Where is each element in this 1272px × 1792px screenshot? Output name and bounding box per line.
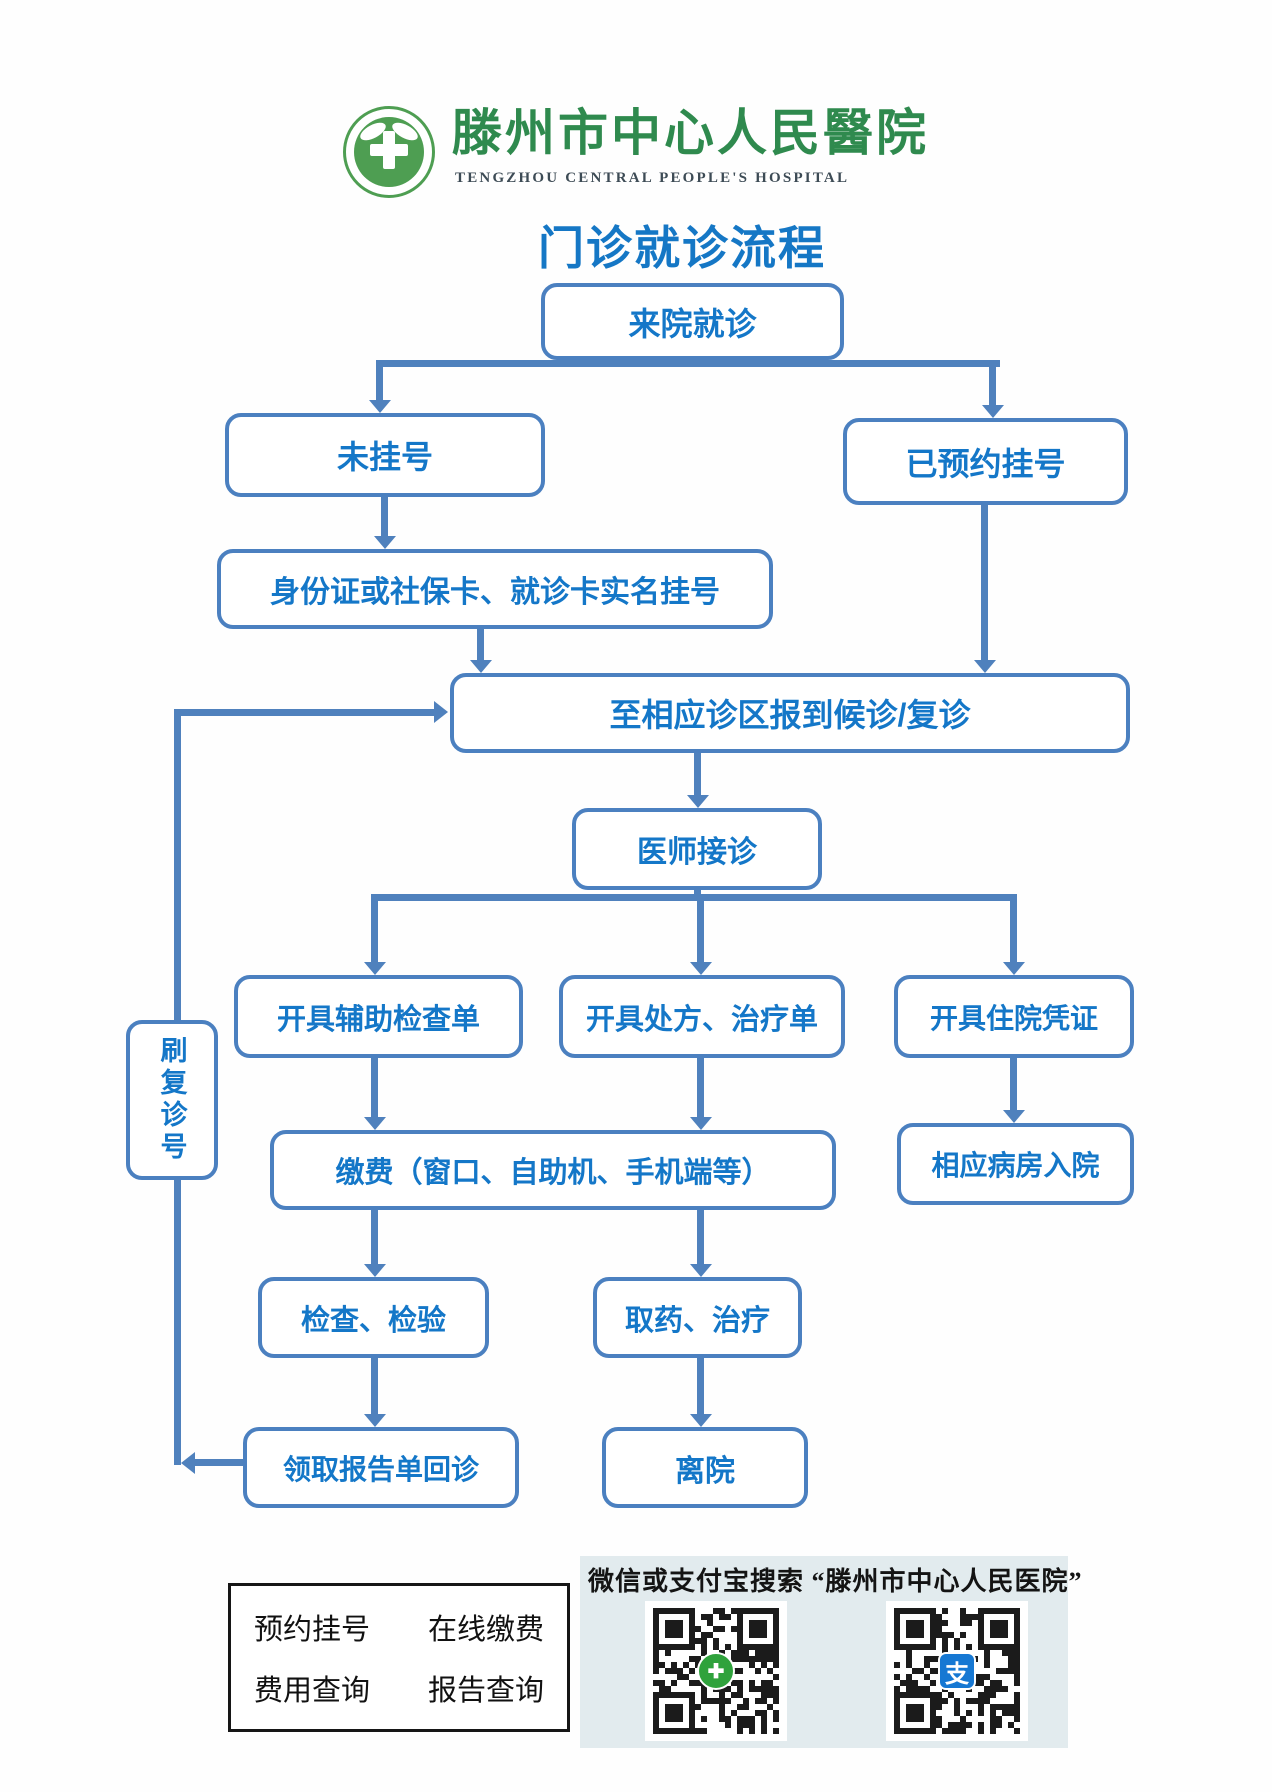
flow-arrowhead-down — [687, 795, 709, 808]
flow-arrowhead-down — [364, 962, 386, 975]
flow-arrowhead-down — [374, 536, 396, 549]
flow-connector — [989, 360, 996, 405]
flow-connector — [1010, 894, 1017, 962]
flow-connector — [381, 497, 388, 536]
flow-connector — [376, 360, 383, 400]
flow-arrowhead-down — [690, 962, 712, 975]
flow-arrowhead-down — [364, 1414, 386, 1427]
flow-connector — [193, 1459, 243, 1466]
flow-connector — [174, 709, 434, 716]
alipay-qr-logo-icon: 支 — [938, 1652, 976, 1690]
flow-connector — [694, 886, 701, 894]
flow-arrowhead-down — [1003, 962, 1025, 975]
flow-arrowhead-down — [1003, 1110, 1025, 1123]
online-services-box: 预约挂号 在线缴费 费用查询 报告查询 — [228, 1583, 570, 1732]
flow-box-ward-admission: 相应病房入院 — [897, 1123, 1134, 1205]
flow-arrowhead-down — [690, 1414, 712, 1427]
flow-box-exam-test: 检查、检验 — [258, 1277, 489, 1358]
flow-connector — [697, 1058, 704, 1117]
flow-arrowhead-down — [470, 660, 492, 673]
flow-connector — [371, 1058, 378, 1117]
wechat-qr: ✚ — [645, 1601, 787, 1741]
flow-connector — [694, 753, 701, 795]
flow-arrowhead-right — [434, 701, 448, 723]
flow-arrowhead-down — [690, 1117, 712, 1130]
flow-box-not-registered: 未挂号 — [225, 413, 545, 497]
flow-arrowhead-left — [181, 1452, 195, 1474]
flow-box-payment: 缴费（窗口、自助机、手机端等） — [270, 1130, 836, 1210]
hospital-name-zh: 滕州市中心人民醫院 — [452, 105, 929, 161]
flow-connector — [371, 1210, 378, 1264]
flow-box-leave: 离院 — [602, 1427, 808, 1508]
flow-connector — [371, 894, 378, 962]
hospital-logo-icon — [343, 106, 435, 198]
flow-box-prescription-order: 开具处方、治疗单 — [559, 975, 845, 1058]
flow-arrowhead-down — [364, 1264, 386, 1277]
flow-box-doctor-visit: 医师接诊 — [572, 808, 822, 890]
flow-arrowhead-down — [364, 1117, 386, 1130]
page-title: 门诊就诊流程 — [538, 222, 826, 274]
flow-box-admission-cert: 开具住院凭证 — [894, 975, 1134, 1058]
qr-pattern — [653, 1608, 779, 1734]
flow-arrowhead-down — [369, 400, 391, 413]
flow-box-realname-register: 身份证或社保卡、就诊卡实名挂号 — [217, 549, 773, 629]
flow-connector — [697, 894, 704, 962]
flow-arrowhead-down — [690, 1264, 712, 1277]
flow-box-swipe-revisit: 刷复诊号 — [126, 1020, 218, 1180]
flow-box-pre-registered: 已预约挂号 — [843, 418, 1128, 505]
flow-box-medicine-treatment: 取药、治疗 — [593, 1277, 802, 1358]
online-services-line1: 预约挂号 在线缴费 — [253, 1613, 544, 1646]
flow-box-get-report-return: 领取报告单回诊 — [243, 1427, 519, 1508]
flow-connector — [376, 360, 1000, 367]
alipay-qr: 支 — [886, 1601, 1028, 1741]
flow-arrowhead-down — [982, 405, 1004, 418]
hospital-name-en: TENGZHOU CENTRAL PEOPLE'S HOSPITAL — [455, 170, 850, 186]
flow-connector — [697, 1210, 704, 1264]
wechat-qr-logo-icon: ✚ — [697, 1652, 735, 1690]
flow-connector — [371, 894, 1017, 901]
flow-box-arrive: 来院就诊 — [541, 283, 844, 360]
online-services-line2: 费用查询 报告查询 — [253, 1675, 544, 1708]
flow-connector — [697, 1358, 704, 1414]
flow-connector — [981, 505, 988, 660]
flow-connector — [371, 1358, 378, 1414]
flow-connector — [1010, 1058, 1017, 1110]
flow-box-aux-exam-order: 开具辅助检查单 — [234, 975, 523, 1058]
flow-connector — [477, 629, 484, 660]
flow-box-checkin-wait: 至相应诊区报到候诊/复诊 — [450, 673, 1130, 753]
flow-arrowhead-down — [974, 660, 996, 673]
qr-caption: 微信或支付宝搜索 “滕州市中心人民医院” — [588, 1567, 1083, 1596]
